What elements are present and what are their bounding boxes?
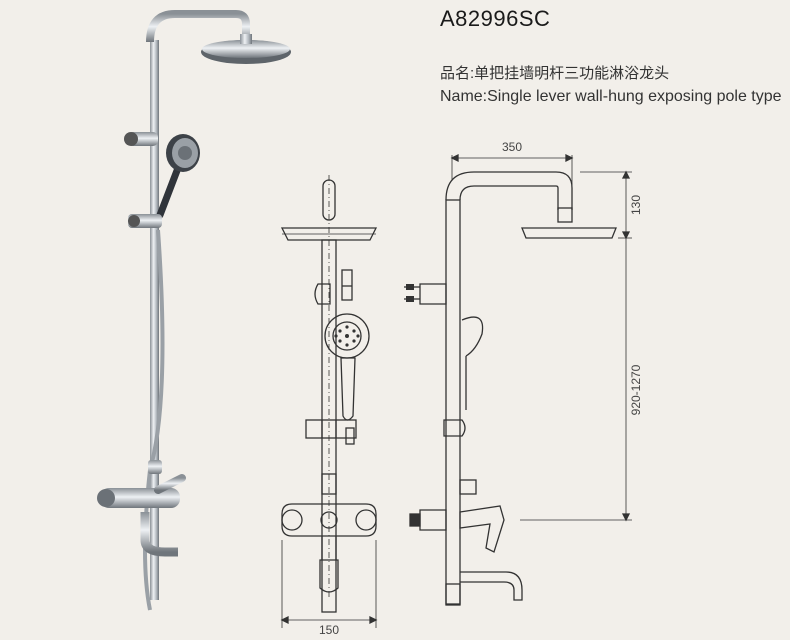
product-name-cn: 品名:单把挂墙明杆三功能淋浴龙头: [440, 65, 670, 82]
lever-handle: [154, 474, 186, 494]
side-hand-shower: [461, 316, 484, 357]
hand-shower-handle: [156, 164, 182, 219]
side-view-drawing: [404, 153, 632, 606]
front-rain-head: [280, 227, 378, 241]
front-mixer-body: [281, 503, 377, 537]
front-slider: [305, 419, 357, 439]
clipped-text-mask: [490, 108, 690, 118]
dim-label-350: 350: [502, 140, 522, 154]
product-photo: [97, 10, 291, 611]
side-rain-head: [521, 227, 617, 239]
dim-label-920-1270: 920-1270: [629, 364, 643, 415]
model-number: A82996SC: [440, 6, 551, 31]
diverter-knob: [148, 460, 162, 474]
dim-label-130: 130: [629, 195, 643, 215]
front-view-drawing: [280, 175, 378, 628]
riser-pipe: [150, 40, 159, 600]
side-lever: [459, 505, 505, 553]
shower-arm: [146, 10, 250, 43]
tub-spout: [140, 512, 178, 557]
dim-label-150: 150: [319, 623, 339, 637]
product-name-en: Name:Single lever wall-hung exposing pol…: [440, 88, 782, 105]
